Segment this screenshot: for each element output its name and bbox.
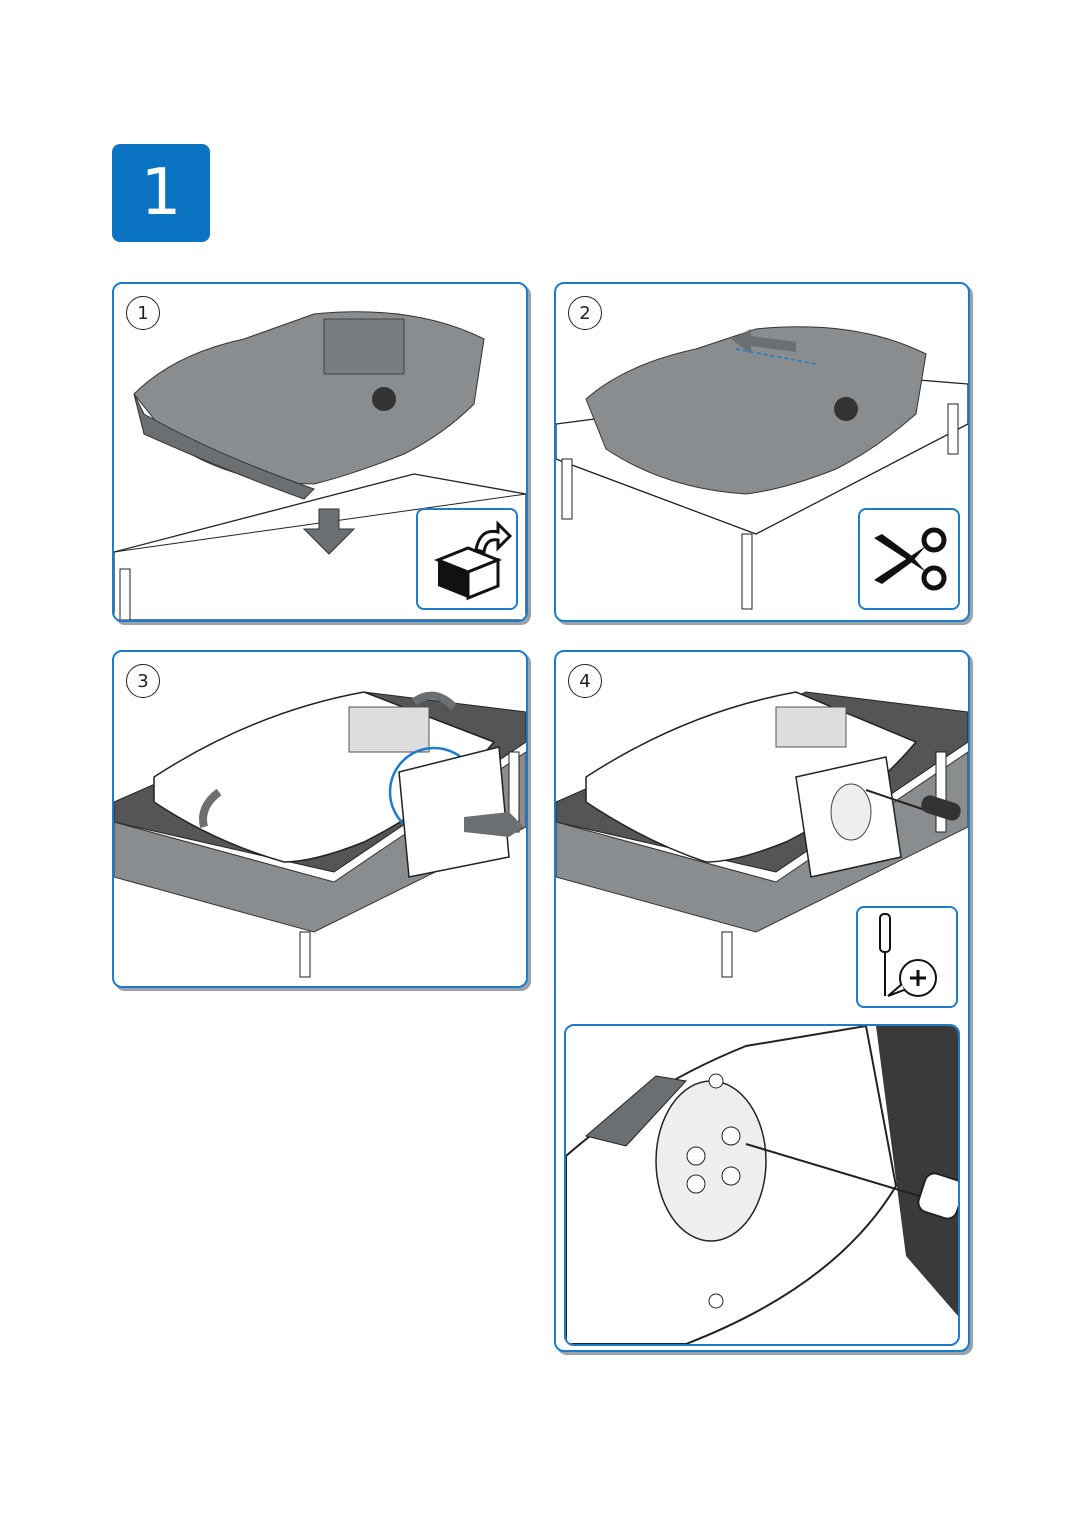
attach-stand-illustration <box>114 691 526 978</box>
scissors-icon <box>858 508 960 610</box>
cut-bag-illustration <box>556 326 968 610</box>
panel-step-4: 4 <box>554 650 970 1352</box>
unbox-icon <box>416 508 518 610</box>
step-number-badge: 1 <box>112 144 210 242</box>
panel-number: 1 <box>126 296 160 330</box>
panel-number: 3 <box>126 664 160 698</box>
panel-step-2: 2 <box>554 282 970 622</box>
phillips-screwdriver-icon <box>856 906 958 1008</box>
panel-step-3: 3 <box>112 650 528 988</box>
panel-step-1: 1 <box>112 282 528 622</box>
screw-detail-closeup <box>564 1024 960 1346</box>
panel-number: 2 <box>568 296 602 330</box>
screw-stand-illustration <box>556 691 968 978</box>
panel-number: 4 <box>568 664 602 698</box>
